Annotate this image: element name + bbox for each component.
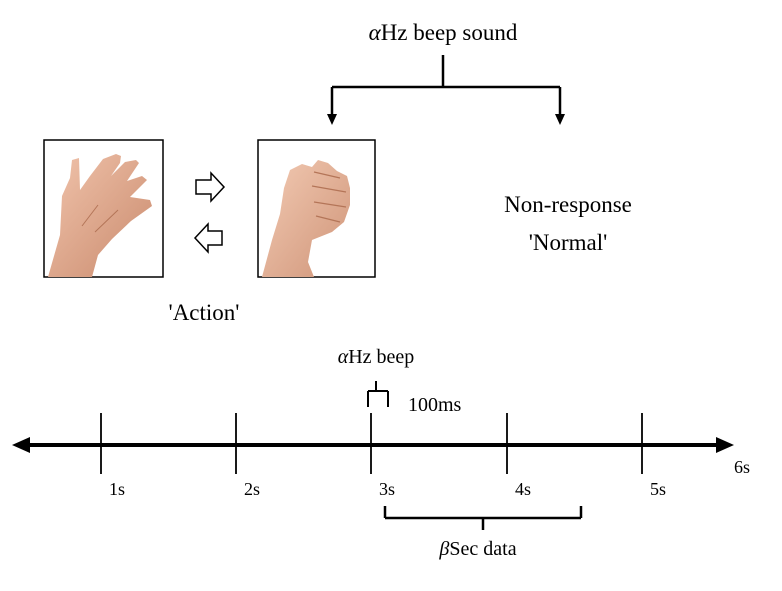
- timeline: 1s 2s 3s 4s 5s 6s: [12, 413, 750, 499]
- tick-label-1s: 1s: [109, 479, 125, 499]
- duration-label: 100ms: [408, 394, 462, 416]
- arrow-down-right-icon: [555, 114, 565, 125]
- data-bracket: [383, 506, 583, 530]
- open-hand-icon: [48, 154, 152, 277]
- arrow-down-left-icon: [327, 114, 337, 125]
- fist-image: [257, 139, 376, 278]
- tick-label-3s: 3s: [379, 479, 395, 499]
- top-bracket: [330, 55, 562, 116]
- normal-label: 'Normal': [529, 230, 608, 255]
- top-label: αHz beep sound: [369, 20, 518, 45]
- timeline-arrow-left-icon: [12, 437, 30, 453]
- beep-label: αHz beep: [338, 346, 415, 368]
- tick-label-6s: 6s: [734, 457, 750, 477]
- data-label: βSec data: [438, 538, 516, 560]
- tick-label-4s: 4s: [515, 479, 531, 499]
- tick-label-2s: 2s: [244, 479, 260, 499]
- open-hand-image: [43, 139, 164, 278]
- arrow-left-icon: [193, 222, 223, 254]
- fist-icon: [262, 160, 350, 277]
- timeline-arrow-right-icon: [716, 437, 734, 453]
- tick-label-5s: 5s: [650, 479, 666, 499]
- beep-bracket: [367, 381, 389, 407]
- action-label: 'Action': [169, 300, 240, 325]
- arrow-right-icon: [195, 171, 226, 203]
- non-response-label: Non-response: [504, 192, 632, 217]
